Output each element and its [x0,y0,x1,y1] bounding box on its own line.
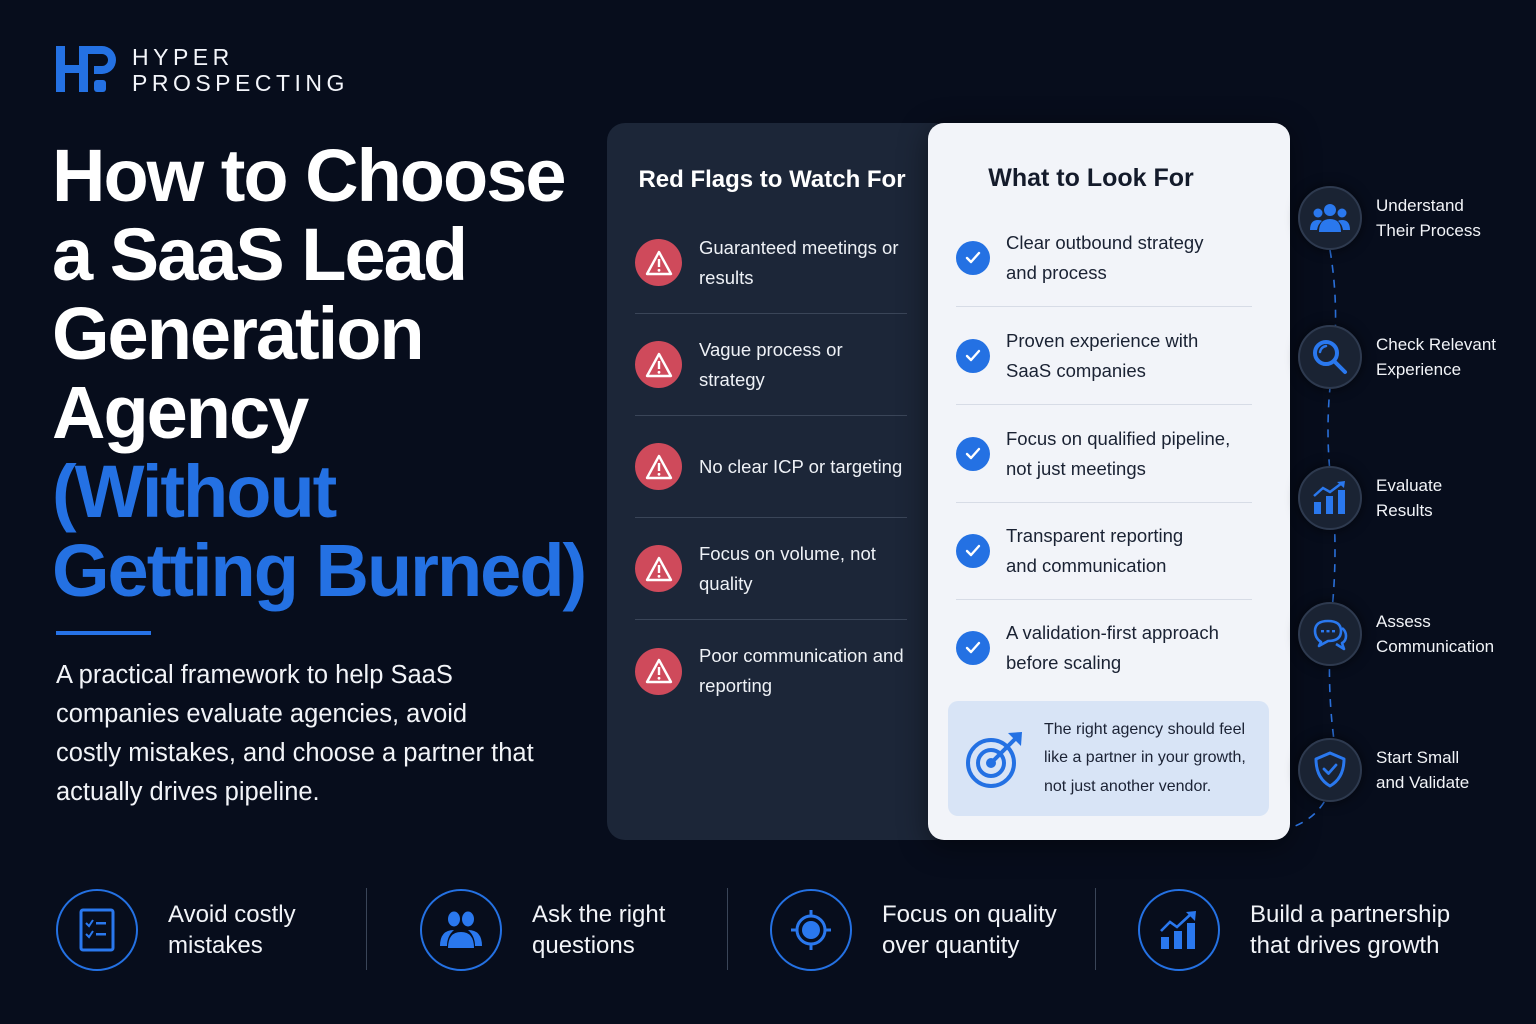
checklist-icon [56,889,138,971]
callout-text: The right agency should feel like a part… [1044,720,1246,795]
look-for-item: Focus on qualified pipeline, not just me… [956,405,1252,503]
step-label: Start Small and Validate [1376,748,1470,792]
feature-build-partnership: Build a partnership that drives growth [1138,889,1470,971]
look-for-text: Proven experience with SaaS companies [1006,329,1199,381]
feature-label: Avoid costly mistakes [168,901,296,959]
step-understand-process: Understand Their Process [1298,186,1486,250]
feature-label: Ask the right questions [532,901,666,959]
look-for-text: Focus on qualified pipeline, not just me… [1006,427,1231,479]
feature-divider [366,888,367,970]
checkmark-icon [956,533,990,568]
target-arrow-icon [966,731,1022,788]
shield-check-icon [1298,738,1362,802]
look-for-item: Transparent reporting and communication [956,502,1252,600]
people-icon [420,889,502,971]
brand-line-1: HYPER [132,44,234,70]
chat-bubbles-icon [1298,602,1362,666]
red-flag-text: No clear ICP or targeting [699,455,903,477]
growth-chart-icon [1138,889,1220,971]
warning-triangle-icon [635,647,682,695]
look-for-text: A validation-first approach before scali… [1006,622,1219,673]
feature-label: Focus on quality over quantity [882,901,1057,959]
title-accent-line: (Without [52,450,337,533]
brand-line-2: PROSPECTING [132,70,349,96]
subtitle: A practical framework to help SaaS compa… [56,661,534,806]
feature-quality-over-quantity: Focus on quality over quantity [770,889,1062,971]
warning-triangle-icon [635,443,682,490]
warning-triangle-icon [635,239,682,286]
red-flag-text: Guaranteed meetings or results [699,236,899,288]
checkmark-icon [956,436,990,471]
people-group-icon [1298,186,1362,250]
title-line: a SaaS Lead [52,213,468,296]
step-label: Check Relevant Experience [1376,335,1497,379]
feature-divider [727,888,728,970]
look-for-title: What to Look For [988,164,1194,192]
red-flag-item: Guaranteed meetings or results [635,212,907,314]
red-flags-title: Red Flags to Watch For [638,166,906,193]
step-start-small: Start Small and Validate [1298,738,1486,802]
bar-chart-growth-icon [1298,466,1362,530]
look-for-item: Clear outbound strategy and process [956,209,1252,307]
warning-triangle-icon [635,341,682,388]
checkmark-icon [956,631,990,665]
red-flag-item: Poor communication and reporting [635,620,907,722]
red-flag-text: Vague process or strategy [699,338,843,390]
step-label: Evaluate Results [1376,476,1443,520]
crosshair-target-icon [770,889,852,971]
red-flag-item: Focus on volume, not quality [635,518,907,620]
step-label: Assess Communication [1376,612,1495,656]
callout-box: The right agency should feel like a part… [948,701,1269,816]
title-line: How to Choose [52,134,567,217]
red-flag-text: Poor communication and reporting [699,645,904,696]
look-for-text: Transparent reporting and communication [1006,524,1184,576]
red-flag-item: No clear ICP or targeting [635,416,907,518]
brand-name: HYPER PROSPECTING [132,44,349,96]
feature-divider [1095,888,1096,970]
feature-label: Build a partnership that drives growth [1250,901,1451,959]
step-label: Understand Their Process [1376,196,1481,240]
warning-triangle-icon [635,545,682,592]
checkmark-icon [956,338,990,373]
red-flag-text: Focus on volume, not quality [699,542,876,594]
magnifier-icon [1298,325,1362,389]
look-for-item: Proven experience with SaaS companies [956,307,1252,405]
look-for-item: A validation-first approach before scali… [956,599,1252,697]
brand-logo: HYPER PROSPECTING [56,44,349,96]
step-evaluate-results: Evaluate Results [1298,466,1456,530]
feature-avoid-mistakes: Avoid costly mistakes [56,889,318,971]
step-assess-communication: Assess Communication [1298,602,1516,666]
title-line: Generation [52,292,425,375]
page-title: How to Choose a SaaS Lead Generation Age… [52,136,612,610]
checkmark-icon [956,240,990,275]
step-check-experience: Check Relevant Experience [1298,325,1506,389]
hp-logo-mark-icon [56,46,116,92]
feature-ask-questions: Ask the right questions [420,889,682,971]
title-underline-divider [56,631,151,635]
title-line: Agency [52,371,309,454]
red-flag-item: Vague process or strategy [635,314,907,416]
look-for-text: Clear outbound strategy and process [1006,231,1204,283]
title-accent-line: Getting Burned) [52,529,587,612]
